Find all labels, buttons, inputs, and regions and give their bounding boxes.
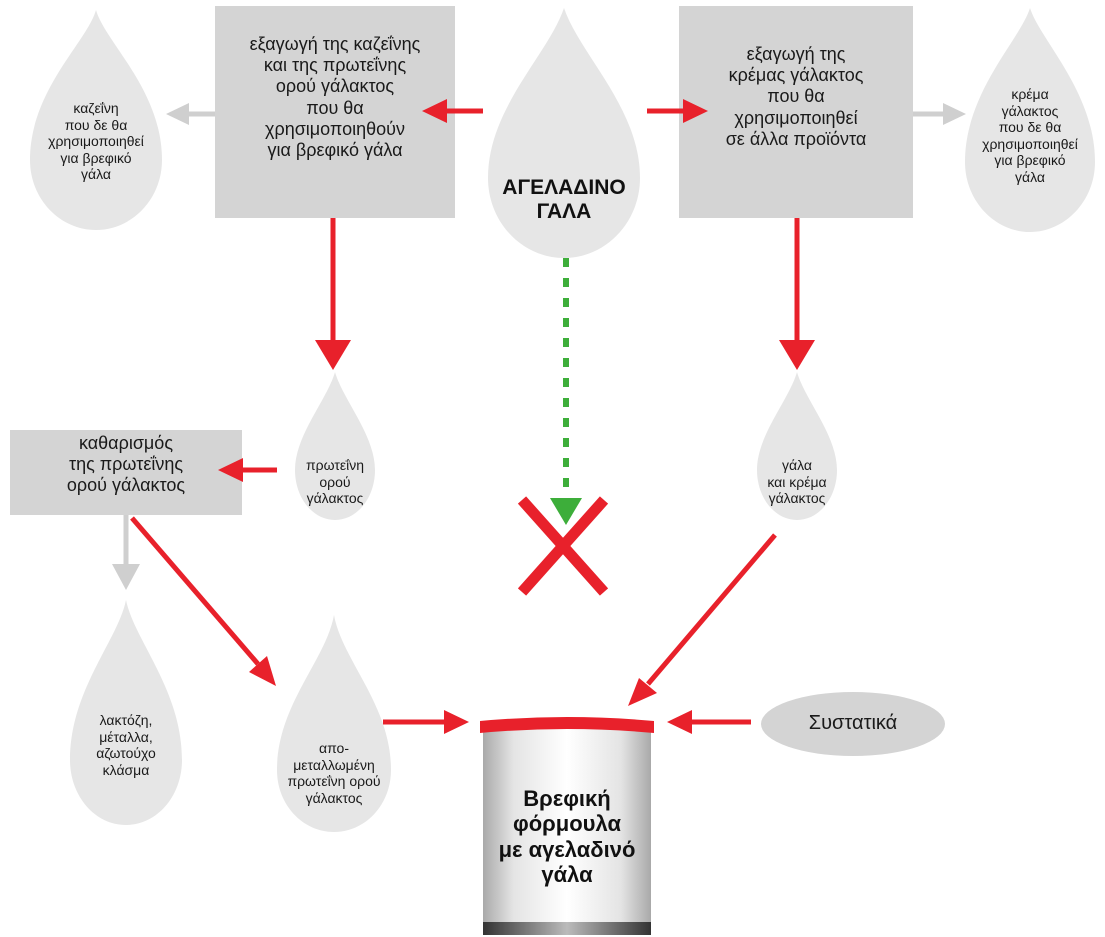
red-cross-icon (517, 496, 609, 596)
formula-can-label: Βρεφική φόρμουλα με αγελαδινό γάλα (498, 786, 636, 887)
box-whey-purification (10, 430, 242, 515)
demineralized-whey-text: απο- μεταλλωμένη πρωτεΐνη ορού γάλακτος (287, 740, 381, 806)
ingredients-ellipse (761, 692, 945, 756)
drop-casein-unused (30, 10, 162, 230)
arrow-cow-to-cream-box (647, 99, 708, 123)
arrow-demineralized-to-can (383, 710, 469, 734)
arrow-cream-box-to-milk-drop (779, 218, 815, 370)
drop-whey-protein (295, 372, 375, 520)
formula-can-bottom-rim (483, 922, 651, 935)
cream-box-text: εξαγωγή της κρέμας γάλακτος που θα χρησι… (725, 44, 867, 149)
purification-box-text: καθαρισμός της πρωτεΐνης ορού γάλακτος (66, 433, 186, 496)
box-cream-extraction (679, 6, 913, 218)
drop-cow-milk (488, 8, 640, 258)
box-casein-whey-extraction (215, 6, 455, 218)
arrow-casein-box-to-whey-drop (315, 218, 351, 370)
formula-can-lid (480, 717, 654, 733)
arrow-whey-drop-to-purification (218, 458, 277, 482)
casein-whey-box-text: εξαγωγή της καζεΐνης και της πρωτεΐνης ο… (249, 34, 421, 161)
cow-milk-label: ΑΓΕΛΑΔΙΝΟ ΓΑΛΑ (502, 176, 626, 224)
milk-cream-text: γάλα και κρέμα γάλακτος (767, 457, 827, 507)
arrow-purification-to-lactose (112, 515, 140, 590)
unused-cream-text: κρέμα γάλακτος που δε θα χρησιμοποιηθεί … (982, 86, 1078, 185)
arrow-casein-box-to-unused-casein (166, 103, 215, 125)
unused-casein-text: καζεΐνη που δε θα χρησιμοποιηθεί για βρε… (48, 100, 144, 183)
arrow-purification-to-demineralized (130, 516, 276, 686)
arrow-cow-milk-direct-green (550, 258, 582, 525)
drop-cream-unused (965, 8, 1095, 232)
arrow-cream-box-to-unused-cream (913, 103, 966, 125)
drop-lactose-minerals (70, 600, 182, 825)
arrow-milk-drop-to-can (628, 533, 777, 706)
whey-protein-text: πρωτεΐνη ορού γάλακτος (305, 457, 365, 507)
formula-can-body (483, 726, 651, 926)
arrow-ingredients-to-can (667, 710, 751, 734)
ingredients-label: Συστατικά (808, 712, 898, 734)
arrow-cow-to-casein-box (422, 99, 483, 123)
drop-demineralized-whey (277, 615, 391, 832)
drop-milk-cream (757, 372, 837, 520)
lactose-minerals-text: λακτόζη, μέταλλα, αζωτούχο κλάσμα (96, 712, 156, 778)
